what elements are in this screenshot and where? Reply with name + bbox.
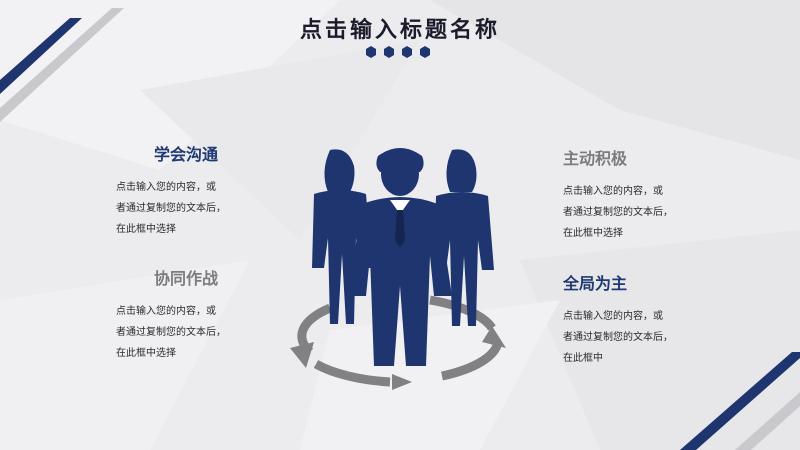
section-body[interactable]: 点击输入您的内容，或 者通过复制您的文本后， 在此框中选择	[116, 306, 226, 359]
section-body[interactable]: 点击输入您的内容，或 者通过复制您的文本后， 在此框中选择	[563, 186, 673, 239]
top-left-stripe-navy	[0, 18, 82, 94]
hexagon-dot-icon	[366, 46, 430, 58]
section-big-picture: 全局为主 点击输入您的内容，或 者通过复制您的文本后， 在此框中	[563, 270, 743, 369]
page-title[interactable]: 点击输入标题名称	[299, 18, 500, 43]
bottom-right-stripe-navy	[680, 352, 800, 450]
section-heading[interactable]: 全局为主	[563, 274, 628, 293]
business-team-icon	[290, 148, 506, 390]
section-collaborate: 协同作战 点击输入您的内容，或 者通过复制您的文本后， 在此框中选择	[116, 265, 276, 364]
section-heading[interactable]: 协同作战	[154, 269, 219, 288]
section-communicate: 学会沟通 点击输入您的内容，或 者通过复制您的文本后， 在此框中选择	[116, 141, 276, 240]
section-body[interactable]: 点击输入您的内容，或 者通过复制您的文本后， 在此框中	[563, 311, 673, 364]
section-body[interactable]: 点击输入您的内容，或 者通过复制您的文本后， 在此框中选择	[116, 182, 226, 235]
section-heading[interactable]: 学会沟通	[154, 145, 219, 164]
section-proactive: 主动积极 点击输入您的内容，或 者通过复制您的文本后， 在此框中选择	[563, 145, 743, 244]
section-heading[interactable]: 主动积极	[563, 149, 628, 168]
top-left-stripe-grey	[0, 8, 124, 122]
bottom-right-stripe-grey	[735, 392, 800, 450]
